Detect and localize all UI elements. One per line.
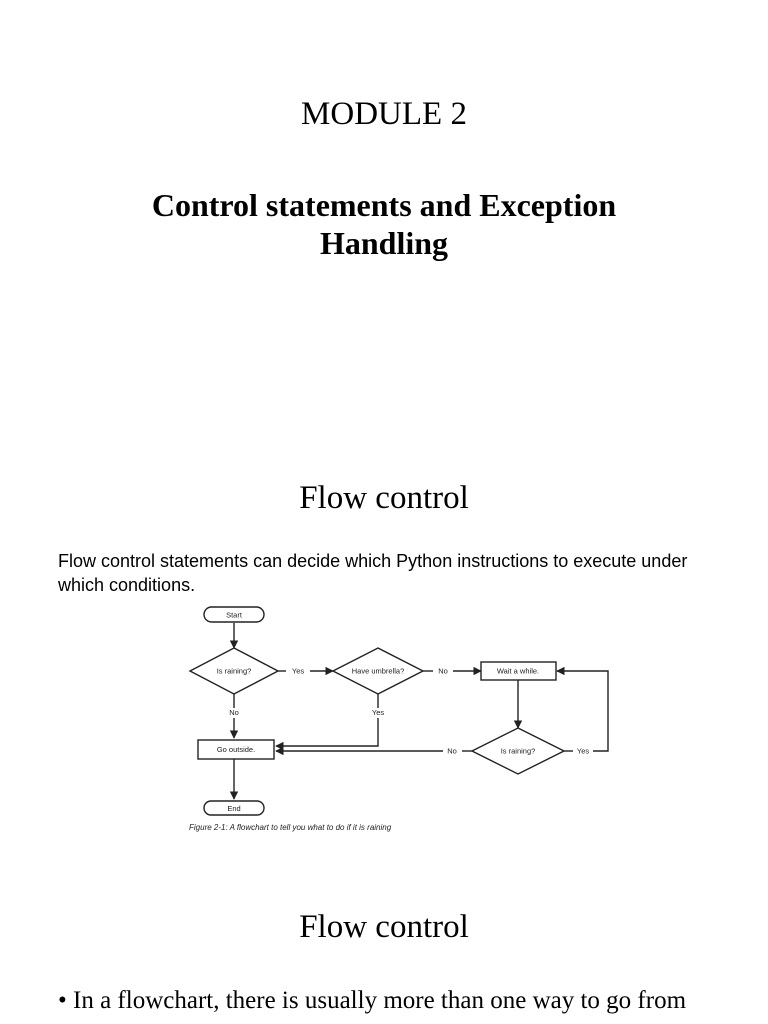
flow-control-heading-2: Flow control xyxy=(299,909,469,945)
start-node xyxy=(203,606,265,623)
end-node xyxy=(203,800,265,816)
edge-label-yes-3: Yes xyxy=(577,747,589,756)
process-wait-label: Wait a while. xyxy=(497,667,539,676)
process-go-outside-label: Go outside. xyxy=(217,745,255,754)
start-label: Start xyxy=(226,611,243,620)
edge-label-yes-2: Yes xyxy=(372,708,384,717)
decision-raining-1-label: Is raining? xyxy=(217,667,252,676)
edge-label-no-3: No xyxy=(447,747,457,756)
edge-raining2-yes-b xyxy=(556,666,609,752)
flowchart-caption: Figure 2-1: A flowchart to tell you what… xyxy=(189,823,392,832)
intro-text: Flow control statements can decide which… xyxy=(58,551,688,595)
bullet-text: • In a flowchart, there is usually more … xyxy=(58,987,687,1014)
process-go-outside xyxy=(197,739,275,760)
edge-label-yes-1: Yes xyxy=(292,667,304,676)
module-title: MODULE 2 xyxy=(301,96,467,132)
flowchart-diagram: Start Is raining? Have umbrella? Wait a … xyxy=(188,606,609,832)
edge-label-no-2: No xyxy=(229,708,239,717)
decision-have-umbrella xyxy=(331,647,425,695)
decision-have-umbrella-label: Have umbrella? xyxy=(352,667,405,676)
decision-raining-1 xyxy=(188,647,280,695)
end-label: End xyxy=(227,804,240,813)
decision-raining-2 xyxy=(470,727,566,775)
process-wait xyxy=(480,661,557,681)
edge-umbrella-yes-b xyxy=(275,718,379,751)
decision-raining-2-label: Is raining? xyxy=(501,747,536,756)
edge-label-no-1: No xyxy=(438,667,448,676)
module-subtitle: Control statements and Exception Handlin… xyxy=(151,187,617,261)
flow-control-heading: Flow control xyxy=(299,480,469,516)
